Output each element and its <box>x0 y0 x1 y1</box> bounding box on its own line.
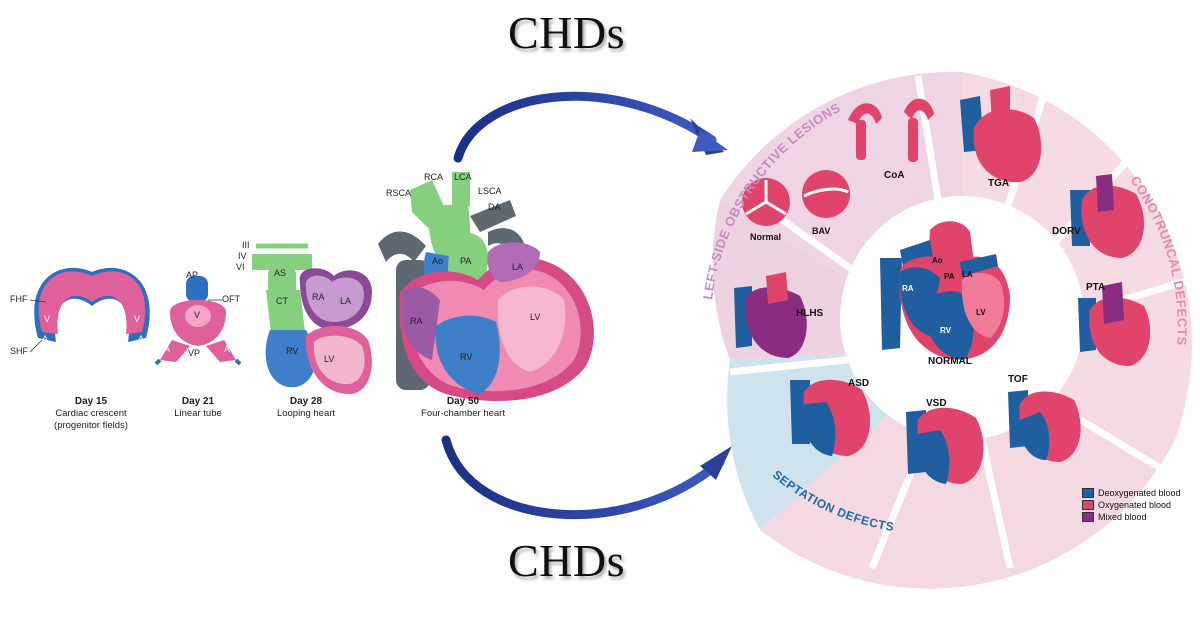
label-fhf: FHF <box>10 294 28 304</box>
label-v-left: V <box>44 314 51 324</box>
valve-bav-icon <box>802 170 850 218</box>
tga-heart-icon <box>960 86 1042 183</box>
label-lv-day28: LV <box>324 354 335 364</box>
tof-heart-icon <box>1008 390 1081 462</box>
center-label-rv: RV <box>940 326 951 335</box>
segment-label-coa: CoA <box>884 170 905 181</box>
label-valve-bav: BAV <box>812 226 831 236</box>
label-v-right: V <box>134 314 141 324</box>
stage-day-title: Day 28 <box>289 396 323 407</box>
legend-swatch <box>1082 512 1094 522</box>
stage-desc-line: Looping heart <box>276 408 336 419</box>
stage-caption-day50: Day 50 Four-chamber heart <box>398 396 528 420</box>
segment-label-hlhs: HLHS <box>796 308 824 319</box>
arrow-bottom <box>441 435 732 520</box>
label-rv-day28: RV <box>286 346 299 356</box>
stage-day-title: Day 50 <box>446 396 480 407</box>
stage-caption-day28: Day 28 Looping heart <box>256 396 356 420</box>
title-top: CHDs <box>508 7 626 58</box>
stage-day-title: Day 15 <box>74 396 108 407</box>
chd-wheel <box>712 71 1192 589</box>
asd-heart-icon <box>790 379 871 456</box>
label-ra-day28: RA <box>312 292 325 302</box>
label-ao: Ao <box>432 256 444 266</box>
label-lsca: LSCA <box>478 186 502 196</box>
title-bottom: CHDs <box>508 535 626 586</box>
heart-stage-day21 <box>154 276 242 366</box>
label-a-right: A <box>138 334 145 344</box>
center-label-ra: RA <box>902 284 914 293</box>
label-iv: IV <box>238 251 247 261</box>
dorv-heart-icon <box>1070 174 1145 258</box>
label-rv-day50: RV <box>460 352 473 362</box>
stage-caption-day21: Day 21 Linear tube <box>158 396 238 420</box>
legend-swatch <box>1082 500 1094 510</box>
legend-item-oxygenated: Oxygenated blood <box>1082 500 1181 510</box>
normal-heart <box>880 221 1010 360</box>
legend-label: Mixed blood <box>1098 512 1147 522</box>
label-vi: VI <box>236 262 245 272</box>
heart-stage-day28 <box>252 243 372 395</box>
coa-heart-icon <box>848 98 934 162</box>
label-shf: SHF <box>10 346 28 356</box>
valve-normal-icon <box>742 178 790 226</box>
label-a2-right: A <box>224 344 231 354</box>
segment-label-dorv: DORV <box>1052 226 1081 237</box>
legend: Deoxygenated blood Oxygenated blood Mixe… <box>1082 488 1181 524</box>
stage-desc-line: (progenitor fields) <box>54 420 128 431</box>
label-da: DA <box>488 202 501 212</box>
pta-heart-icon <box>1078 282 1151 366</box>
heart-stage-day15 <box>29 267 150 353</box>
label-pa: PA <box>460 256 472 266</box>
segment-label-vsd: VSD <box>926 398 947 409</box>
label-v: V <box>194 310 201 320</box>
heart-stage-day50 <box>378 172 594 401</box>
label-valve-normal: Normal <box>750 232 782 242</box>
arrow-top <box>453 91 728 163</box>
legend-item-mixed: Mixed blood <box>1082 512 1181 522</box>
vsd-heart-icon <box>906 407 984 484</box>
label-lca: LCA <box>454 172 472 182</box>
stage-desc-line: Four-chamber heart <box>421 408 505 419</box>
label-ct: CT <box>276 296 288 306</box>
segment-label-asd: ASD <box>848 378 870 389</box>
label-ap: AP <box>186 270 199 280</box>
center-title: NORMAL <box>928 356 972 367</box>
label-oft: OFT <box>222 294 240 304</box>
center-label-ao: Ao <box>932 256 943 265</box>
stage-desc-line: Linear tube <box>174 408 222 419</box>
center-label-pa: PA <box>944 272 955 281</box>
legend-label: Oxygenated blood <box>1098 500 1172 510</box>
segment-label-pta: PTA <box>1086 282 1106 293</box>
label-a2-left: A <box>164 344 171 354</box>
label-a-left: A <box>42 334 49 344</box>
label-lv-day50: LV <box>530 312 541 322</box>
stage-caption-day15: Day 15 Cardiac crescent (progenitor fiel… <box>36 396 146 432</box>
segment-label-tof: TOF <box>1008 374 1028 385</box>
label-vp: VP <box>188 348 201 358</box>
label-rsca: RSCA <box>386 188 412 198</box>
label-ra-day50: RA <box>410 316 423 326</box>
legend-swatch <box>1082 488 1094 498</box>
label-rca: RCA <box>424 172 444 182</box>
label-iii: III <box>242 240 250 250</box>
label-as: AS <box>274 268 287 278</box>
legend-label: Deoxygenated blood <box>1098 488 1181 498</box>
hlhs-heart-icon <box>734 272 807 358</box>
label-la-day50: LA <box>512 262 524 272</box>
stage-day-title: Day 21 <box>181 396 215 407</box>
legend-item-deoxygenated: Deoxygenated blood <box>1082 488 1181 498</box>
label-la-day28: LA <box>340 296 352 306</box>
center-label-lv: LV <box>976 308 986 317</box>
segment-label-tga: TGA <box>988 178 1010 189</box>
stage-desc-line: Cardiac crescent <box>55 408 127 419</box>
center-label-la: LA <box>962 270 973 279</box>
